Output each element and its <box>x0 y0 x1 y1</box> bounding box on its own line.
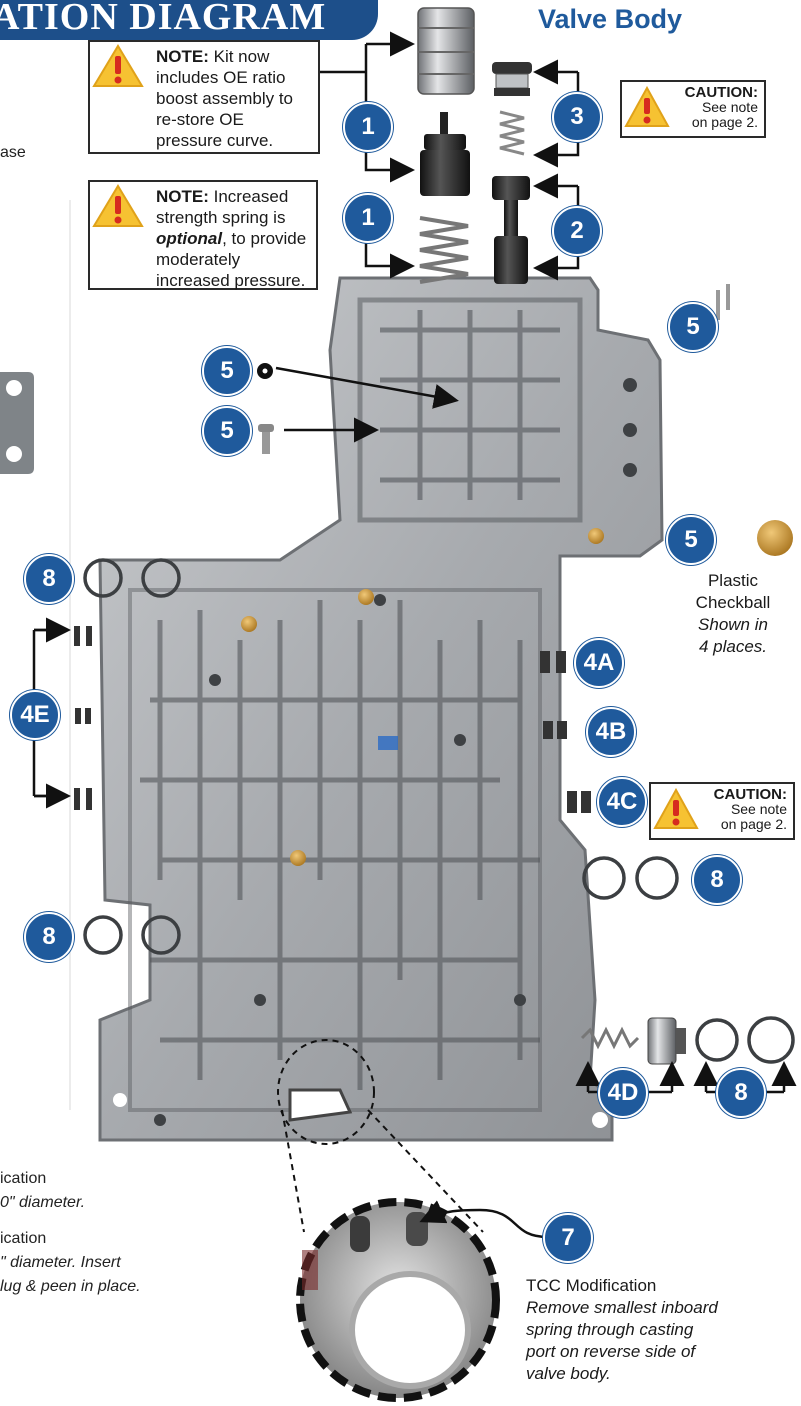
retaining-pin-5 <box>258 424 274 454</box>
caution2-line2: on page 2. <box>720 816 787 832</box>
badge-2: 2 <box>552 206 602 256</box>
callout-lines <box>32 44 797 1239</box>
warning-icon <box>653 788 699 829</box>
caution1-line2: on page 2. <box>691 114 758 130</box>
checkball-line1: Plastic <box>707 571 759 590</box>
roll-pin-5 <box>716 284 730 320</box>
tcc-title: TCC Modification <box>526 1276 657 1295</box>
warning-icon <box>92 184 144 227</box>
checkball-line4: 4 places. <box>698 637 768 656</box>
badge-1-spring: 1 <box>343 193 393 243</box>
left-fragment-2: ication <box>0 1170 47 1187</box>
tcc-caption: TCC Modification Remove smallest inboard… <box>526 1275 786 1385</box>
badge-4b: 4B <box>586 707 636 757</box>
badge-5-checkball: 5 <box>666 515 716 565</box>
note2-text-a: Increased strength spring is <box>156 187 289 227</box>
caution-box-4c: CAUTION: See note on page 2. <box>649 782 795 840</box>
boost-valve-sleeve <box>417 7 475 95</box>
left-fragment-4: ication <box>0 1230 47 1247</box>
left-fragment-5: " diameter. Insert <box>0 1254 121 1271</box>
badge-4a: 4A <box>574 638 624 688</box>
o-rings <box>83 558 795 1064</box>
note2-label: NOTE: <box>156 187 209 206</box>
badge-1-boost: 1 <box>343 102 393 152</box>
note1-text: Kit now includes OE ratio boost assembly… <box>156 47 294 150</box>
note2-emphasis: optional <box>156 229 223 248</box>
caution1-title: CAUTION: <box>684 84 758 101</box>
badge-3: 3 <box>552 92 602 142</box>
pressure-spring-1 <box>419 216 469 284</box>
tcc-zoom-view <box>296 1198 500 1402</box>
checkball-caption: Plastic Checkball Shown in 4 places. <box>678 570 788 658</box>
warning-icon <box>624 86 670 127</box>
checkball-line2: Checkball <box>695 593 771 612</box>
partial-gasket-left <box>0 372 34 474</box>
plastic-checkball-icon <box>757 520 793 556</box>
badge-5-rollpin: 5 <box>668 302 718 352</box>
magnify-line-right <box>367 1109 484 1233</box>
badge-8-bottom-right: 8 <box>716 1068 766 1118</box>
badge-5-ball: 5 <box>202 346 252 396</box>
badge-5-pin: 5 <box>202 406 252 456</box>
tcc-desc-1: Remove smallest inboard <box>526 1298 718 1317</box>
banner-title: ATION DIAGRAM <box>0 0 327 38</box>
valve-2 <box>492 176 530 284</box>
valve-body-casting <box>98 276 664 1142</box>
badge-7: 7 <box>543 1213 593 1263</box>
checkball-line3: Shown in <box>698 615 768 634</box>
badge-4d: 4D <box>598 1068 648 1118</box>
caution2-line1: See note <box>730 801 787 817</box>
caution1-line1: See note <box>701 99 758 115</box>
badge-8-upper-left: 8 <box>24 554 74 604</box>
tcc-desc-3: port on reverse side of <box>526 1342 696 1361</box>
spring-3 <box>499 110 525 156</box>
plug-3 <box>492 62 532 96</box>
caution2-title: CAUTION: <box>713 786 787 803</box>
left-fragment-6: lug & peen in place. <box>0 1278 141 1295</box>
note1-label: NOTE: <box>156 47 209 66</box>
tcc-desc-2: spring through casting <box>526 1320 694 1339</box>
boost-valve <box>420 112 470 196</box>
note-spring-optional: NOTE: Increased strength spring is optio… <box>88 180 318 290</box>
note2-text-b: , to provide moderately increased pressu… <box>156 229 307 290</box>
diagram-banner: ATION DIAGRAM <box>0 0 378 40</box>
valve-body-title: Valve Body <box>538 4 683 34</box>
badge-4c: 4C <box>597 777 647 827</box>
tcc-desc-4: valve body. <box>526 1364 611 1383</box>
magnify-line-left <box>281 1109 305 1233</box>
warning-icon <box>92 44 144 87</box>
magnify-source-circle <box>277 1039 375 1145</box>
badge-4e: 4E <box>10 690 60 740</box>
spring-4d <box>580 1026 640 1050</box>
badge-8-right: 8 <box>692 855 742 905</box>
valve-clips <box>74 626 591 813</box>
left-fragment-1: ase <box>0 144 26 161</box>
left-fragment-3: 0" diameter. <box>0 1194 86 1211</box>
badge-8-lower-left: 8 <box>24 912 74 962</box>
valve-4d <box>647 1017 686 1065</box>
